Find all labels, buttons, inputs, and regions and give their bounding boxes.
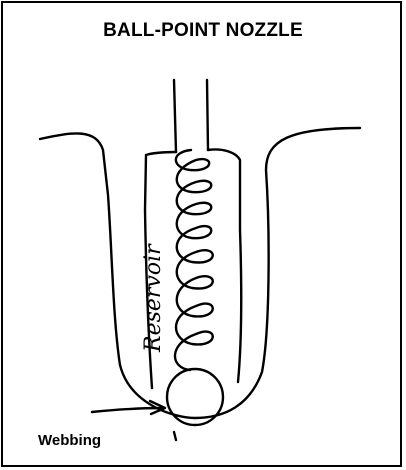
feed-tube <box>174 80 208 152</box>
spring-coil <box>175 150 213 370</box>
webbing-arrow <box>92 401 165 414</box>
feed-tube-right-wall <box>207 80 208 150</box>
ball-tip <box>167 369 223 425</box>
tick-mark <box>174 432 176 440</box>
webbing-label: Webbing <box>38 432 101 449</box>
feed-tube-left-wall <box>174 80 176 152</box>
outer-nozzle-wall <box>40 128 360 418</box>
reservoir-label: Reservoir <box>141 243 166 353</box>
